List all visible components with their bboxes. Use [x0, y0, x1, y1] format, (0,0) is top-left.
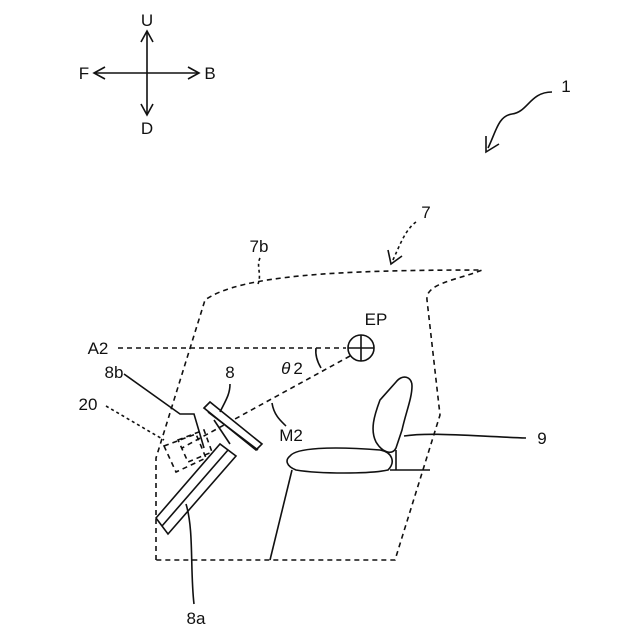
label-steering-upper: 8b	[105, 363, 124, 382]
steering-wheel-rim-edge	[208, 412, 258, 450]
label-steering-column: 8a	[187, 609, 206, 628]
compass-label-front: F	[79, 64, 89, 83]
sight-leader	[272, 403, 286, 426]
horizontal-axis-a2: A2	[88, 339, 346, 358]
compass-label-back: B	[204, 64, 215, 83]
steering-column-inner-line	[162, 450, 228, 526]
seat-leader	[404, 434, 526, 438]
steering-column-leader	[186, 504, 194, 604]
label-display-device: 20	[79, 395, 98, 414]
steering-column	[156, 444, 236, 534]
cabin-leader-arrowhead	[388, 250, 402, 264]
cabin-reference: 7	[388, 203, 431, 264]
label-seat: 9	[537, 429, 546, 448]
seat: 9	[270, 377, 547, 560]
direction-compass: U D F B	[79, 11, 216, 138]
roof-reference: 7b	[250, 237, 269, 284]
angle-arc	[316, 348, 321, 368]
angle-theta: θ2	[281, 348, 321, 378]
label-line-of-sight: M2	[279, 426, 303, 445]
eye-point: EP	[348, 310, 387, 361]
sight-reference: M2	[272, 403, 303, 445]
label-vehicle: 1	[561, 77, 570, 96]
label-roof: 7b	[250, 237, 269, 256]
roof-leader	[258, 258, 260, 284]
label-eye-point: EP	[365, 310, 388, 329]
steering-upper-leader	[124, 374, 204, 448]
steering-wheel-leader	[220, 384, 230, 412]
line-of-sight	[182, 356, 350, 448]
label-steering-wheel: 8	[225, 363, 234, 382]
label-cabin: 7	[421, 203, 430, 222]
steering-column-reference: 8a	[186, 504, 206, 628]
seat-backrest	[373, 377, 412, 452]
label-angle-theta: θ2	[281, 359, 303, 378]
display-device: 20	[79, 395, 212, 472]
cabin-leader	[392, 222, 416, 262]
compass-label-up: U	[141, 11, 153, 30]
seat-cushion	[287, 448, 392, 473]
label-horizontal-axis: A2	[88, 339, 109, 358]
display-device-leader	[106, 406, 164, 440]
steering-column-shaft	[156, 444, 236, 534]
compass-label-down: D	[141, 119, 153, 138]
steering-wheel: 8	[204, 363, 262, 450]
seat-support-front	[270, 470, 292, 560]
vehicle-reference: 1	[486, 77, 571, 152]
vehicle-leader-arrow	[488, 92, 552, 148]
cabin-outline	[156, 270, 482, 560]
